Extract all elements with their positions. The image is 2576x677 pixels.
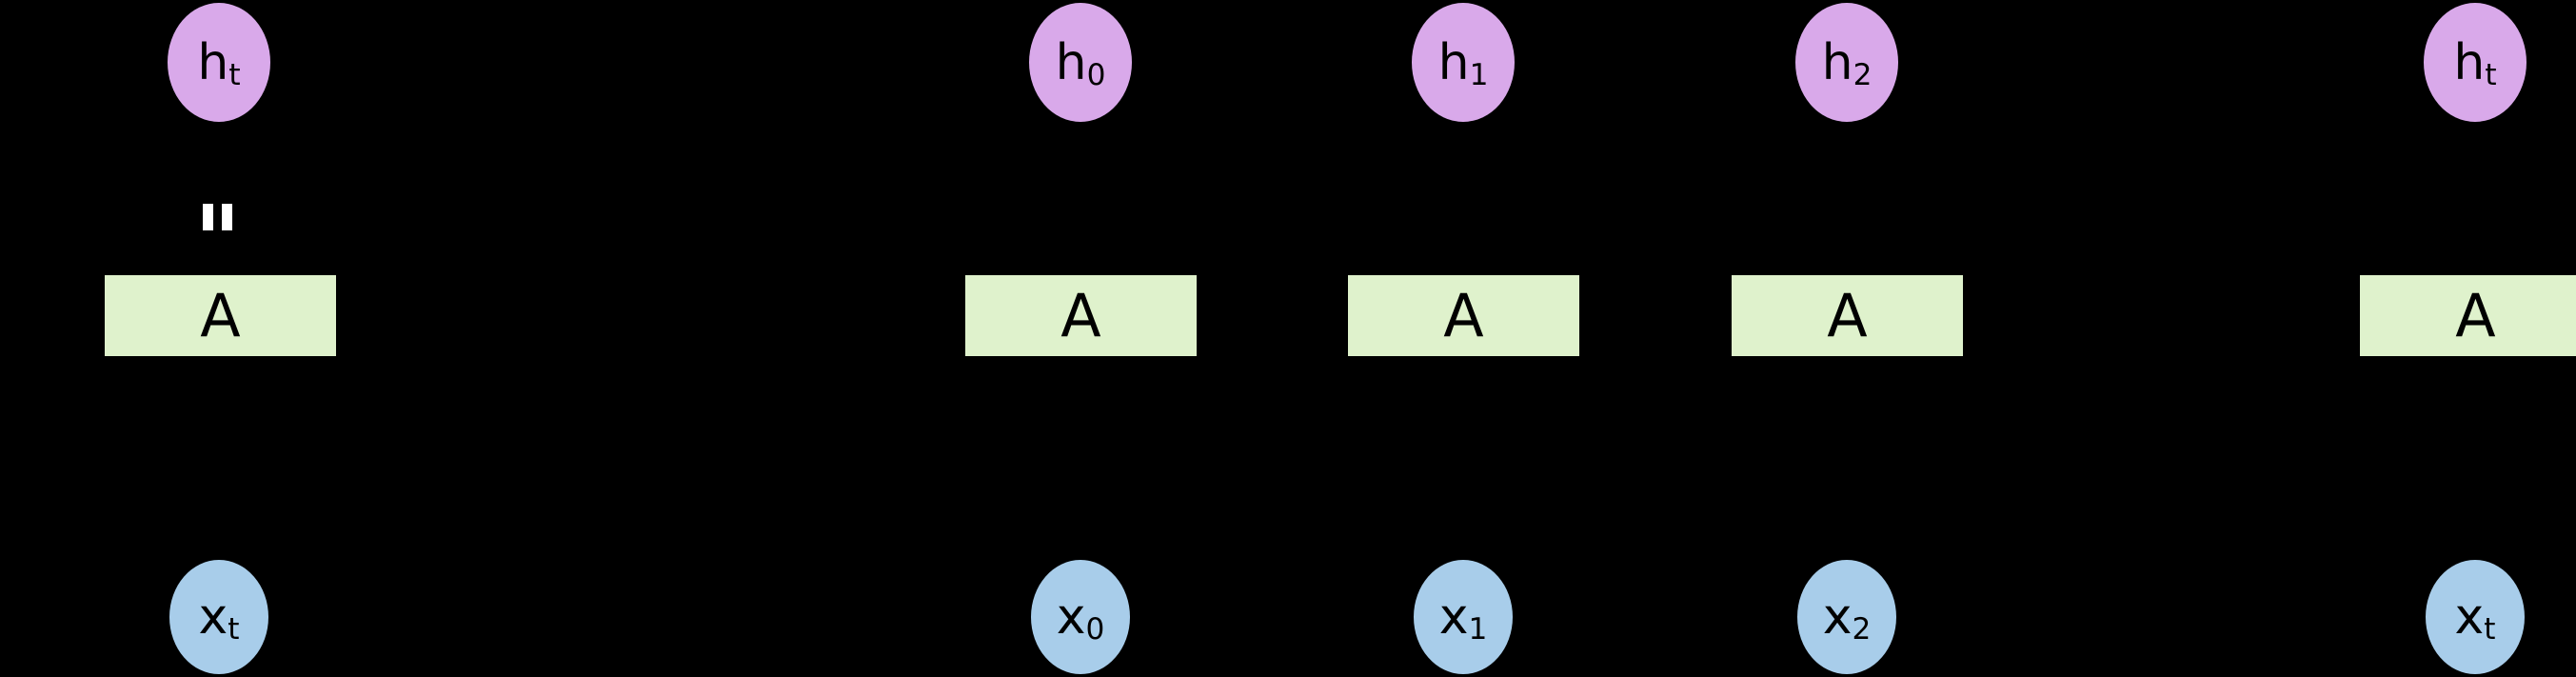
rnn-cell-label-folded: A xyxy=(200,280,241,350)
hidden-state-label-step2: h2 xyxy=(1821,33,1873,92)
hidden-state-node-step0: h0 xyxy=(1029,3,1132,122)
input-label-stepT: xt xyxy=(2454,588,2496,647)
equals-bar-bottom xyxy=(222,204,232,230)
edge-recurrent-step2-to-stepT xyxy=(1963,403,2361,407)
rnn-cell-folded: A xyxy=(105,275,336,356)
edge-cell-to-hidden-step0 xyxy=(1079,95,1082,276)
edge-recurrent-step1-to-step2 xyxy=(1579,403,1845,407)
hidden-state-label-step0: h0 xyxy=(1055,33,1106,92)
rnn-cell-stepT: A xyxy=(2360,275,2576,356)
edge-recurrent-step0-to-step1 xyxy=(1197,403,1461,407)
hidden-state-label-step1: h1 xyxy=(1437,33,1489,92)
input-node-stepT: xt xyxy=(2426,560,2525,674)
input-label-step1: x1 xyxy=(1438,588,1488,647)
rnn-cell-step0: A xyxy=(965,275,1197,356)
rnn-cell-step1: A xyxy=(1348,275,1579,356)
input-label-folded: xt xyxy=(198,588,240,647)
equals-bar-top xyxy=(203,204,213,230)
edge-cell-to-hidden-stepT xyxy=(2473,95,2477,276)
rnn-cell-label-stepT: A xyxy=(2455,280,2496,350)
hidden-state-label-folded: ht xyxy=(197,33,241,92)
hidden-state-node-stepT: ht xyxy=(2424,3,2526,122)
hidden-state-label-stepT: ht xyxy=(2453,33,2497,92)
edge-cell-to-hidden-step1 xyxy=(1461,95,1465,276)
input-label-step2: x2 xyxy=(1822,588,1872,647)
input-node-step0: x0 xyxy=(1031,560,1130,674)
rnn-cell-label-step1: A xyxy=(1443,280,1484,350)
equals-sign-icon xyxy=(203,204,232,230)
rnn-cell-step2: A xyxy=(1732,275,1963,356)
rnn-cell-label-step0: A xyxy=(1060,280,1101,350)
rnn-cell-label-step2: A xyxy=(1827,280,1868,350)
input-node-folded: xt xyxy=(169,560,268,674)
hidden-state-node-folded: ht xyxy=(168,3,270,122)
hidden-state-node-step1: h1 xyxy=(1412,3,1515,122)
input-node-step1: x1 xyxy=(1414,560,1513,674)
edge-cell-to-hidden-folded xyxy=(217,95,221,276)
hidden-state-node-step2: h2 xyxy=(1795,3,1898,122)
input-label-step0: x0 xyxy=(1056,588,1105,647)
input-node-step2: x2 xyxy=(1797,560,1896,674)
edge-cell-to-hidden-step2 xyxy=(1845,95,1849,276)
